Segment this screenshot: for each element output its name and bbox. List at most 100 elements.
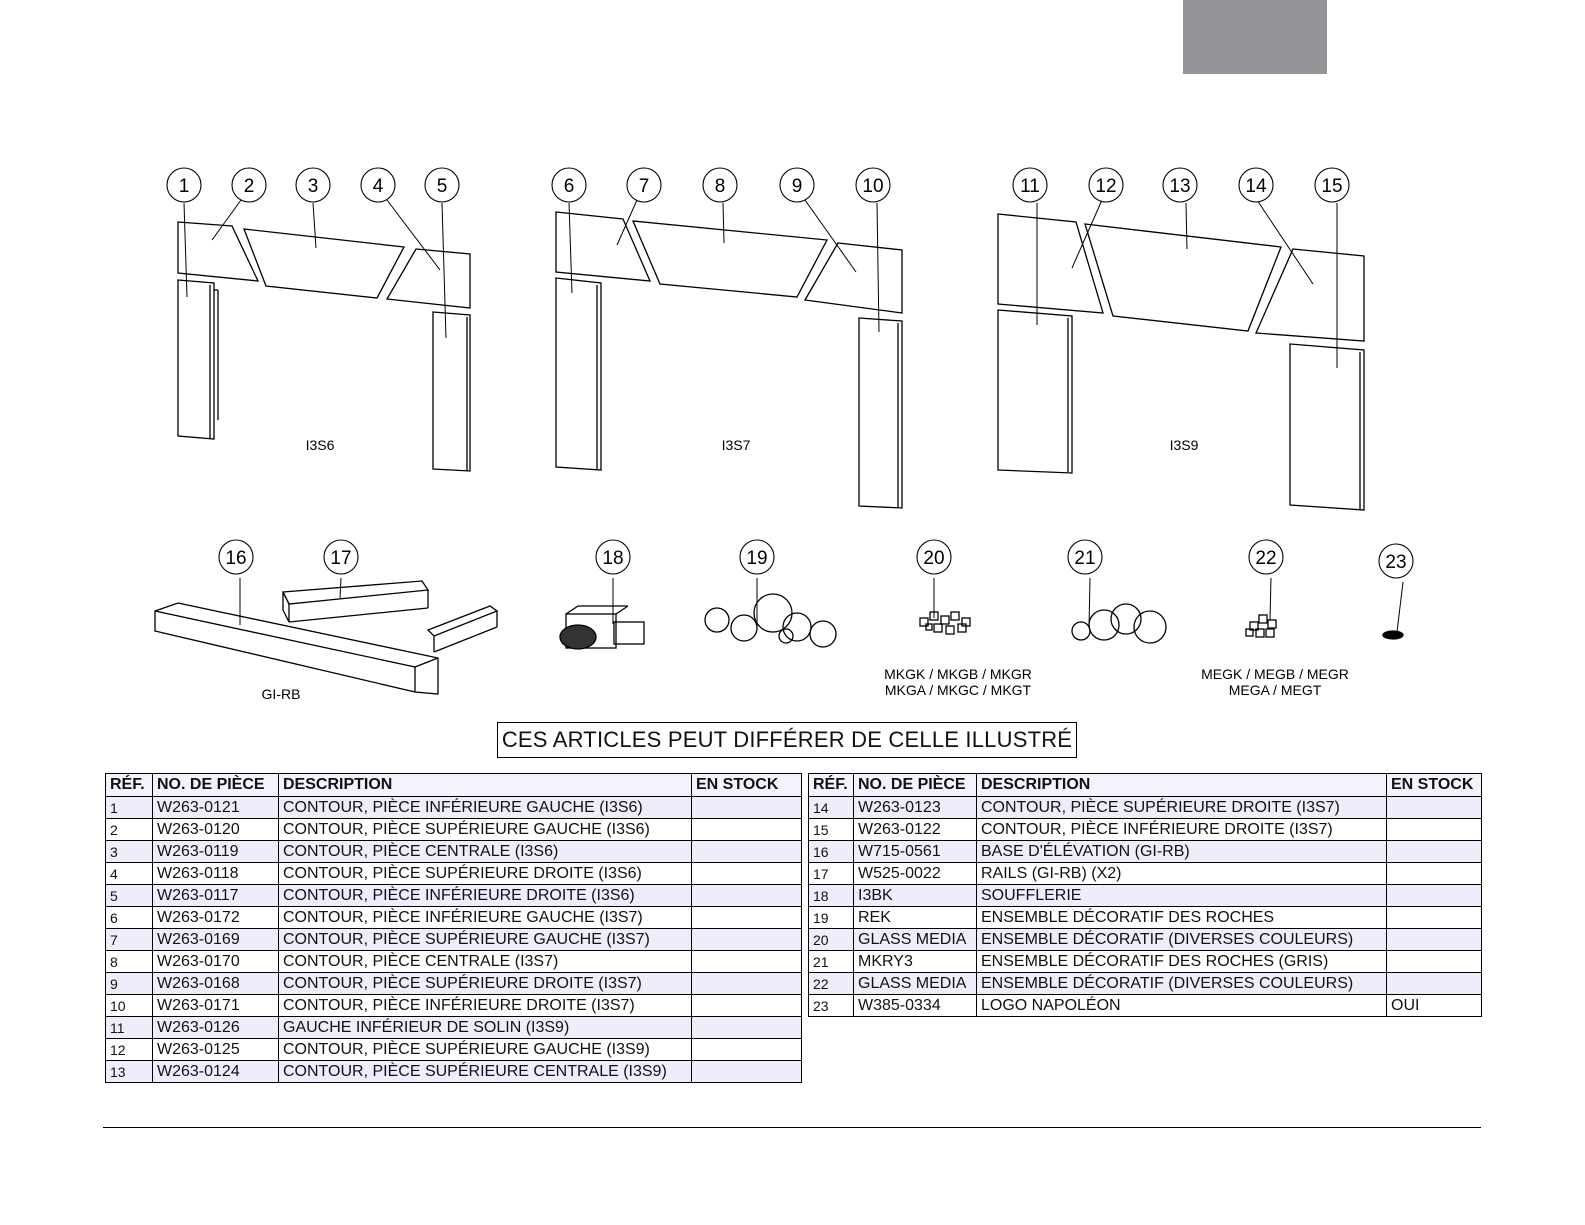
ref-cell: 15 xyxy=(808,818,854,841)
callout-number: 20 xyxy=(923,548,944,569)
callout-6: 6 xyxy=(551,167,587,203)
ref-cell: 12 xyxy=(105,1038,153,1061)
table-header-row: RÉF. NO. DE PIÈCE DESCRIPTION EN STOCK xyxy=(105,773,802,797)
part-3-shape xyxy=(243,228,406,299)
callout-3: 3 xyxy=(295,167,331,203)
label-meg-line2: MEGA / MEGT xyxy=(1229,682,1322,698)
part-20-glass-media-shape xyxy=(919,611,971,635)
part-1-shape xyxy=(177,279,215,440)
header-description: DESCRIPTION xyxy=(976,773,1387,797)
part-number-cell: W263-0172 xyxy=(152,906,279,929)
ref-cell: 21 xyxy=(808,950,854,973)
label-mkg-line2: MKGA / MKGC / MKGT xyxy=(885,682,1032,698)
part-7-shape xyxy=(555,211,652,282)
part-14-shape xyxy=(1255,248,1365,342)
in-stock-cell xyxy=(691,840,802,863)
callout-15: 15 xyxy=(1314,167,1350,203)
ref-cell: 11 xyxy=(105,1016,153,1039)
part-number-cell: W263-0168 xyxy=(152,972,279,995)
label-meg-line1: MEGK / MEGB / MEGR xyxy=(1201,666,1349,682)
part-6-shape xyxy=(555,277,602,471)
part-8-shape xyxy=(631,220,829,298)
footer-divider xyxy=(103,1127,1481,1128)
in-stock-cell xyxy=(1386,950,1482,973)
in-stock-cell xyxy=(691,950,802,973)
ref-cell: 16 xyxy=(808,840,854,863)
callout-number: 2 xyxy=(244,176,255,197)
in-stock-cell xyxy=(691,928,802,951)
ref-cell: 22 xyxy=(808,972,854,995)
parts-table-right: RÉF. NO. DE PIÈCE DESCRIPTION EN STOCK 1… xyxy=(808,773,1482,1017)
description-cell: SOUFFLERIE xyxy=(976,884,1387,907)
part-22-glass-media-shape xyxy=(1245,614,1277,638)
callout-number: 15 xyxy=(1321,176,1342,197)
part-5-shape xyxy=(432,311,471,472)
header-ref: RÉF. xyxy=(105,773,153,797)
description-cell: CONTOUR, PIÈCE INFÉRIEURE DROITE (I3S7) xyxy=(278,994,692,1017)
part-number-cell: W263-0169 xyxy=(152,928,279,951)
label-i3s7: I3S7 xyxy=(722,437,751,453)
callout-number: 11 xyxy=(1020,176,1040,197)
description-cell: GAUCHE INFÉRIEUR DE SOLIN (I3S9) xyxy=(278,1016,692,1039)
callout-18: 18 xyxy=(595,539,631,575)
callout-number: 5 xyxy=(437,176,448,197)
ref-cell: 13 xyxy=(105,1060,153,1083)
in-stock-cell xyxy=(1386,884,1482,907)
description-cell: ENSEMBLE DÉCORATIF DES ROCHES xyxy=(976,906,1387,929)
header-ref: RÉF. xyxy=(808,773,854,797)
ref-cell: 4 xyxy=(105,862,153,885)
label-i3s6: I3S6 xyxy=(306,437,335,453)
ref-cell: 8 xyxy=(105,950,153,973)
part-11-shape xyxy=(997,309,1073,474)
callout-8: 8 xyxy=(702,167,738,203)
part-number-cell: W263-0118 xyxy=(152,862,279,885)
in-stock-cell xyxy=(1386,928,1482,951)
description-cell: BASE D'ÉLÉVATION (GI-RB) xyxy=(976,840,1387,863)
part-number-cell: W263-0170 xyxy=(152,950,279,973)
in-stock-cell xyxy=(691,862,802,885)
callout-21: 21 xyxy=(1067,539,1103,575)
part-number-cell: W263-0123 xyxy=(853,796,977,819)
ref-cell: 9 xyxy=(105,972,153,995)
description-cell: CONTOUR, PIÈCE SUPÉRIEURE GAUCHE (I3S9) xyxy=(278,1038,692,1061)
callout-number: 12 xyxy=(1095,176,1116,197)
callout-number: 6 xyxy=(564,176,575,197)
callout-17: 17 xyxy=(323,539,359,575)
callout-1: 1 xyxy=(166,167,202,203)
callout-13: 13 xyxy=(1162,167,1198,203)
callout-23: 23 xyxy=(1378,543,1414,579)
callout-4: 4 xyxy=(360,167,396,203)
callout-22: 22 xyxy=(1248,539,1284,575)
callout-number: 8 xyxy=(715,176,726,197)
ref-cell: 17 xyxy=(808,862,854,885)
part-number-cell: W263-0117 xyxy=(152,884,279,907)
page-tab-marker xyxy=(1183,0,1327,74)
part-number-cell: W263-0121 xyxy=(152,796,279,819)
label-i3s9: I3S9 xyxy=(1170,437,1199,453)
callout-2: 2 xyxy=(231,167,267,203)
in-stock-cell xyxy=(691,796,802,819)
in-stock-cell xyxy=(691,972,802,995)
description-cell: ENSEMBLE DÉCORATIF (DIVERSES COULEURS) xyxy=(976,972,1387,995)
description-cell: CONTOUR, PIÈCE INFÉRIEURE GAUCHE (I3S7) xyxy=(278,906,692,929)
description-cell: ENSEMBLE DÉCORATIF DES ROCHES (GRIS) xyxy=(976,950,1387,973)
callout-number: 18 xyxy=(602,548,623,569)
part-18-blower-shape xyxy=(559,605,645,650)
ref-cell: 23 xyxy=(808,994,854,1017)
in-stock-cell xyxy=(691,906,802,929)
in-stock-cell xyxy=(1386,862,1482,885)
assembly-i3s6 xyxy=(177,221,471,472)
part-number-cell: W263-0126 xyxy=(152,1016,279,1039)
in-stock-cell xyxy=(691,818,802,841)
callout-number: 1 xyxy=(179,176,190,197)
part-number-cell: REK xyxy=(853,906,977,929)
description-cell: CONTOUR, PIÈCE SUPÉRIEURE DROITE (I3S7) xyxy=(278,972,692,995)
callout-number: 16 xyxy=(225,548,246,569)
